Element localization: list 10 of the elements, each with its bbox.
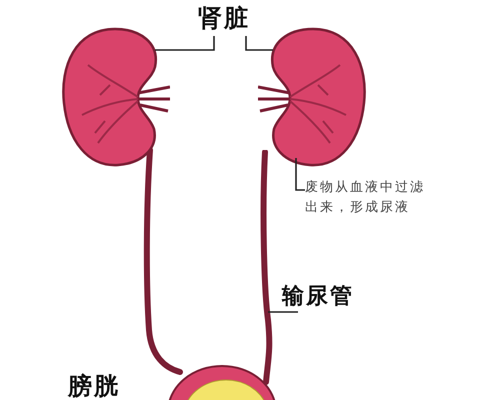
- kidney-drawing: [258, 25, 368, 168]
- organ-label: 输尿管: [282, 280, 362, 312]
- leader-line: [155, 36, 215, 51]
- organ-label: 肾脏: [198, 0, 262, 36]
- organ-label: 膀胱: [68, 371, 120, 400]
- annotation-text: 废物从血液中过滤出来，形成尿液: [305, 178, 429, 218]
- leader-line: [245, 36, 273, 51]
- leader-line: [295, 158, 305, 191]
- leader-line: [268, 311, 299, 313]
- kidney-drawing: [60, 25, 170, 168]
